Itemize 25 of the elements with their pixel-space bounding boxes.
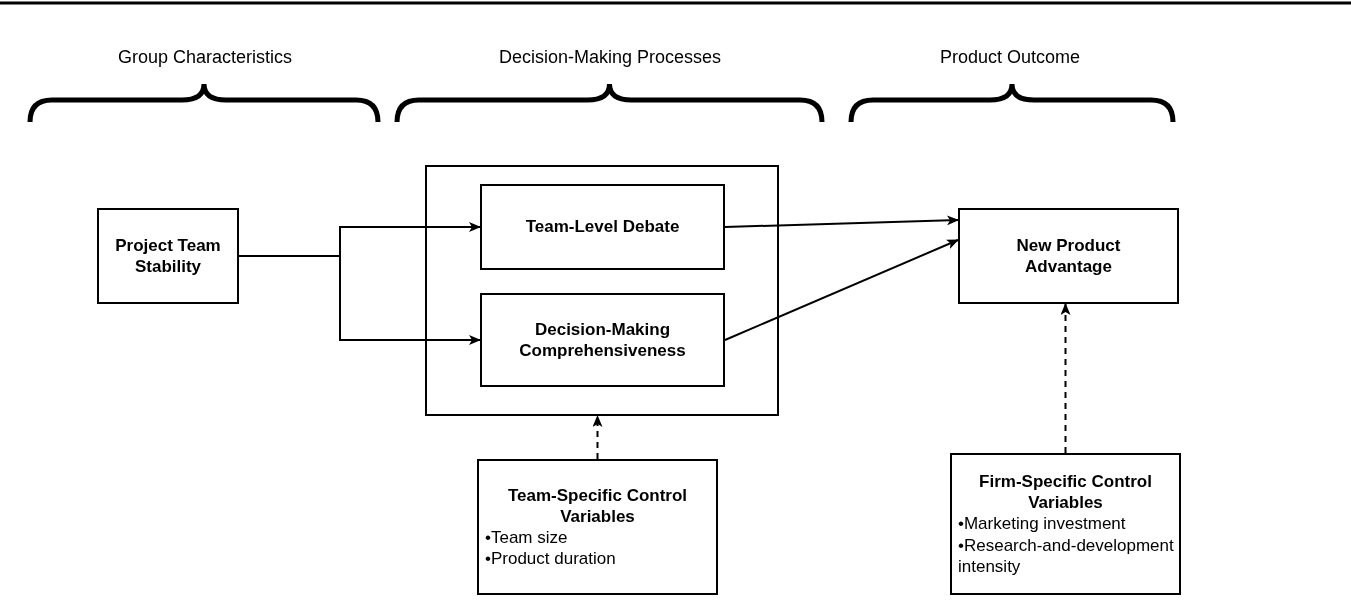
bullet-item: •Marketing investment <box>957 513 1126 535</box>
arrow <box>238 255 481 345</box>
node-label: Team-Specific Control Variables <box>506 484 689 527</box>
construct-box <box>480 293 725 387</box>
bullet-item: •Research-and-development intensity <box>957 534 1175 578</box>
construct-box <box>958 208 1179 304</box>
bullet-item: •Team size <box>484 527 568 549</box>
node-label: Decision-Making Comprehensiveness <box>518 318 687 362</box>
construct-box <box>97 208 239 304</box>
node-label: Firm-Specific Control Variables <box>978 470 1153 514</box>
column-heading: Decision-Making Processes <box>498 47 722 68</box>
arrow <box>592 415 603 460</box>
column-heading: Product Outcome <box>939 47 1081 68</box>
column-heading: Group Characteristics <box>117 47 293 68</box>
node-label: Project Team Stability <box>114 234 222 278</box>
bullet-item: •Product duration <box>484 548 616 570</box>
arrow <box>724 215 959 228</box>
node-label: Team-Level Debate <box>524 216 681 238</box>
control-variables-box <box>950 453 1181 595</box>
control-variables-box <box>477 459 718 595</box>
construct-box <box>480 184 725 270</box>
grouping-box <box>425 165 779 416</box>
arrow <box>724 239 959 341</box>
arrow <box>1060 303 1071 454</box>
node-label: New Product Advantage <box>1015 234 1122 278</box>
